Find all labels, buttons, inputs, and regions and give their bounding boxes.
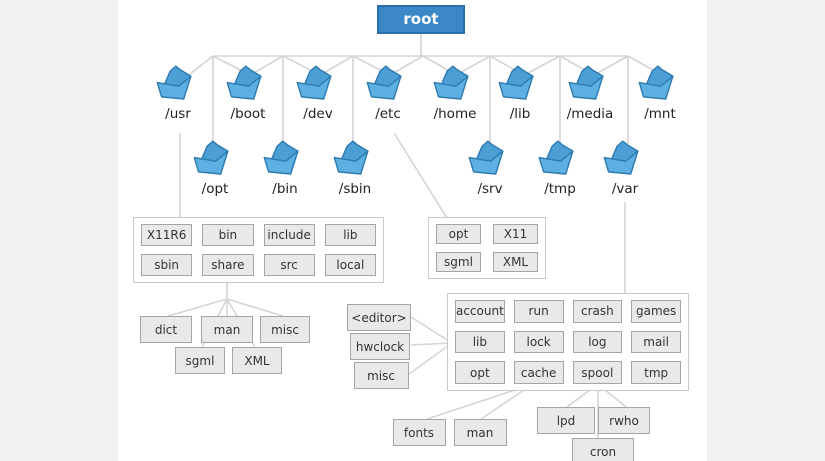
usr-child-node: bin [202, 224, 254, 246]
usr-child-node: sbin [141, 254, 193, 276]
var-child-node: lib [455, 330, 505, 354]
folder-etc: /etc [353, 64, 423, 122]
etc-child-node: opt [436, 224, 481, 244]
folder-label: /lib [509, 106, 531, 122]
usr-child-node: local [324, 254, 376, 276]
usr-share-child-node: misc [260, 316, 310, 343]
folder-home: /home [420, 64, 490, 122]
var-cache-child-node: fonts [392, 419, 446, 446]
usr-child-node: share [202, 254, 254, 276]
folder-icon [468, 140, 504, 175]
var-child-node: log [572, 330, 623, 354]
root-node: root [377, 5, 465, 34]
folder-icon [568, 65, 604, 100]
folder-icon [366, 65, 402, 100]
folder-var: /var [590, 139, 660, 197]
folder-icon [603, 140, 639, 175]
var-child-node: run [513, 300, 564, 323]
usr-child-node: include [263, 224, 315, 246]
folder-label: /usr [165, 106, 191, 122]
folder-icon [226, 65, 262, 100]
folder-label: /var [611, 181, 639, 197]
folder-label: /mnt [644, 106, 676, 122]
folder-icon [333, 140, 369, 175]
folder-media: /media [555, 64, 625, 122]
folder-tmp: /tmp [525, 139, 595, 197]
etc-child-node: X11 [493, 224, 538, 244]
folder-icon [638, 65, 674, 100]
var-spool-child-node: rwho [598, 407, 650, 434]
var-child-node: games [631, 300, 681, 323]
etc-children-group: opt X11 sgml XML [428, 217, 546, 279]
usr-share-child-node: sgml [175, 347, 225, 374]
folder-label: /opt [201, 181, 229, 197]
var-spool-child-node: cron [572, 438, 634, 461]
var-child-node: lock [513, 330, 564, 354]
folder-icon [193, 140, 229, 175]
folder-icon [156, 65, 192, 100]
folder-label: /etc [375, 106, 401, 122]
var-child-node: account [455, 300, 505, 323]
folder-label: /tmp [544, 181, 576, 197]
var-child-node: tmp [631, 361, 681, 384]
folder-lib: /lib [485, 64, 555, 122]
folder-label: /boot [230, 106, 266, 122]
usr-child-node: lib [324, 224, 376, 246]
var-child-node: opt [455, 361, 505, 384]
folder-mnt: /mnt [625, 64, 695, 122]
usr-share-child-node: man [201, 316, 253, 343]
folder-bin: /bin [250, 139, 320, 197]
var-lib-child-node: <editor> [347, 304, 411, 331]
folder-label: /home [433, 106, 477, 122]
folder-usr: /usr [143, 64, 213, 122]
var-lib-child-node: misc [353, 362, 409, 389]
folder-label: /dev [303, 106, 333, 122]
folder-sbin: /sbin [320, 139, 390, 197]
folder-icon [433, 65, 469, 100]
folder-boot: /boot [213, 64, 283, 122]
folder-label: /bin [272, 181, 298, 197]
etc-child-node: sgml [436, 252, 481, 272]
folder-icon [296, 65, 332, 100]
folder-dev: /dev [283, 64, 353, 122]
folder-label: /media [566, 106, 614, 122]
var-child-node: spool [572, 361, 623, 384]
folder-opt: /opt [180, 139, 250, 197]
usr-share-child-node: dict [140, 316, 192, 343]
var-cache-child-node: man [453, 419, 507, 446]
folder-srv: /srv [455, 139, 525, 197]
var-child-node: crash [572, 300, 623, 323]
var-lib-child-node: hwclock [350, 333, 410, 360]
folder-icon [263, 140, 299, 175]
usr-share-child-node: XML [232, 347, 282, 374]
folder-label: /srv [477, 181, 503, 197]
usr-child-node: src [263, 254, 315, 276]
var-child-node: cache [513, 361, 564, 384]
var-child-node: mail [631, 330, 681, 354]
folder-icon [538, 140, 574, 175]
usr-children-group: X11R6 bin include lib sbin share src local [133, 217, 384, 283]
usr-child-node: X11R6 [141, 224, 193, 246]
var-spool-child-node: lpd [537, 407, 595, 434]
folder-label: /sbin [338, 181, 372, 197]
etc-child-node: XML [493, 252, 538, 272]
folder-icon [498, 65, 534, 100]
